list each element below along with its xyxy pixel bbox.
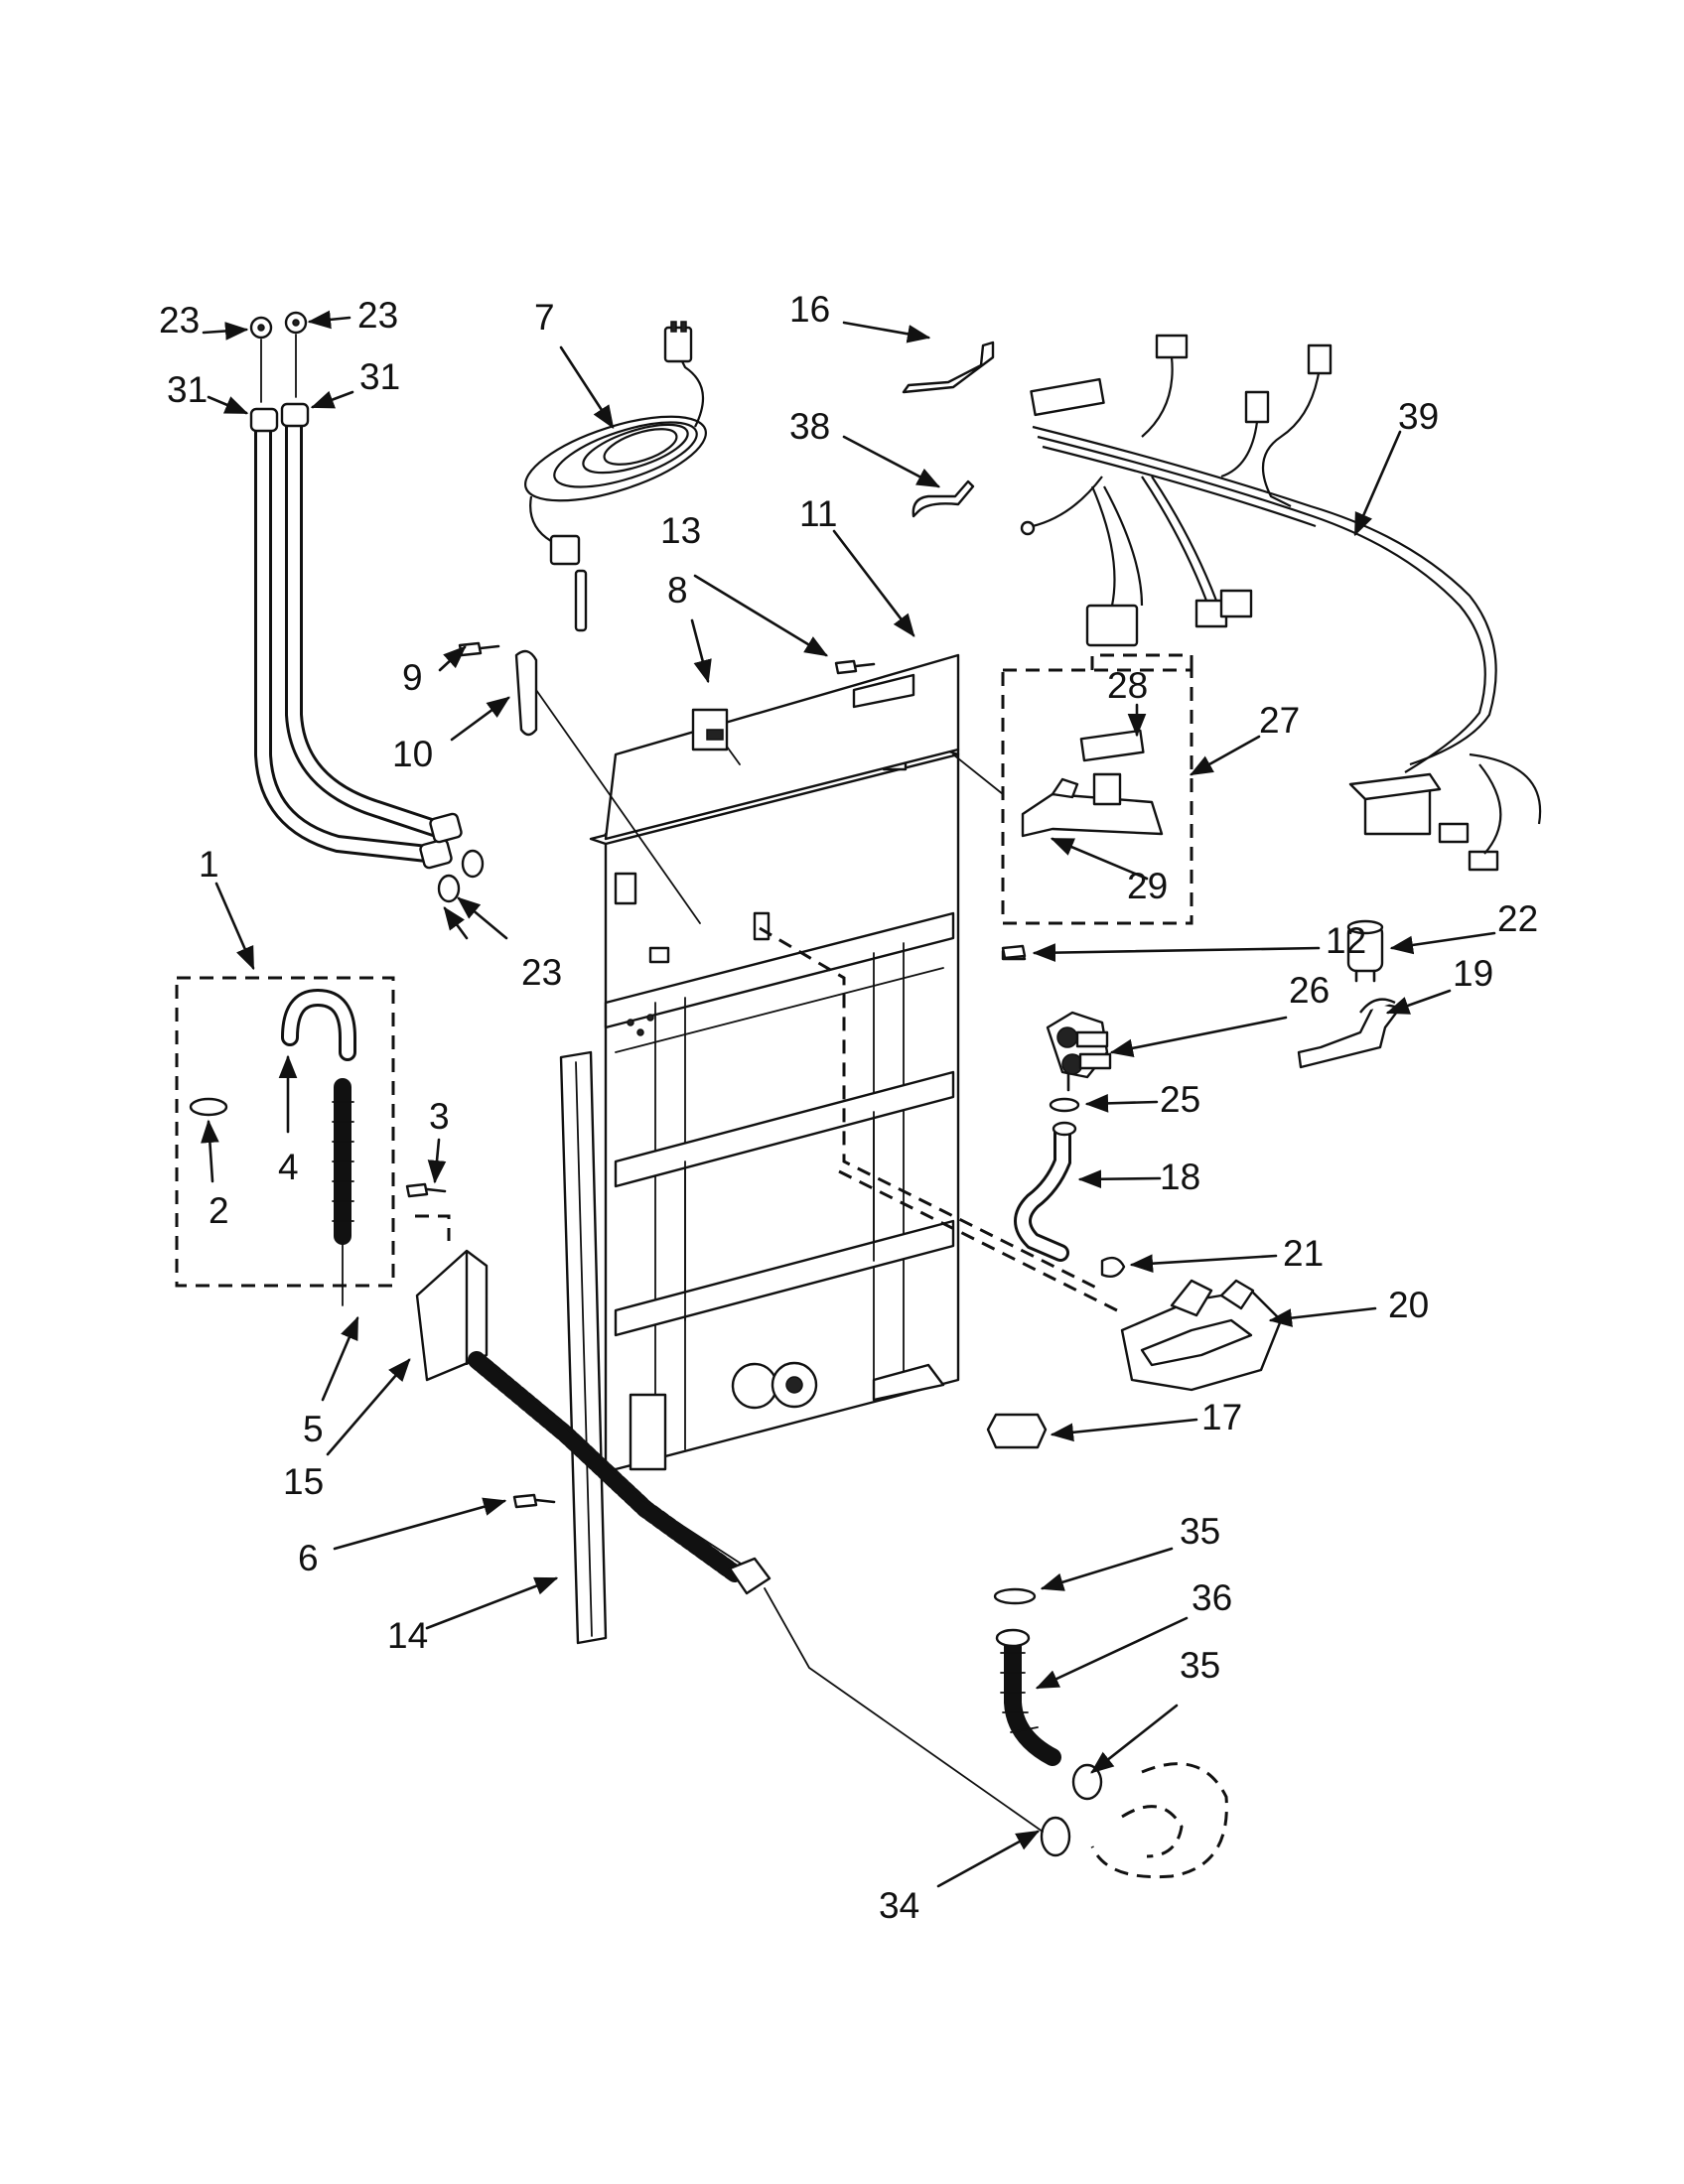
callout-10: 10 (392, 734, 433, 774)
callout-5: 5 (303, 1409, 324, 1449)
callout-21: 21 (1283, 1233, 1324, 1274)
callout-1: 1 (199, 844, 219, 885)
capacitor-and-holder (1297, 919, 1402, 1069)
callout-28: 28 (1107, 665, 1148, 706)
callout-20: 20 (1388, 1285, 1429, 1325)
callout-23-b: 23 (357, 295, 398, 336)
callout-31-b: 31 (359, 356, 400, 397)
power-cord (524, 321, 707, 566)
clips-16-38 (902, 341, 995, 518)
dispenser (986, 1279, 1283, 1449)
water-valve (1001, 949, 1126, 1278)
inlet-hoses (249, 311, 485, 903)
drain-hose-kit (175, 976, 395, 1288)
callout-35-b: 35 (1180, 1645, 1220, 1686)
callout-23-a: 23 (159, 300, 200, 341)
callout-13: 13 (660, 510, 701, 551)
reference-lines (342, 689, 1118, 1312)
callout-19: 19 (1453, 953, 1493, 994)
drain-connector (764, 1587, 1228, 1879)
callout-27: 27 (1259, 700, 1300, 741)
wire-harness (1020, 334, 1542, 872)
callout-31-a: 31 (167, 369, 208, 410)
switch-bracket-assembly (1001, 653, 1193, 925)
callout-17: 17 (1201, 1397, 1242, 1437)
callout-18: 18 (1160, 1157, 1200, 1197)
callout-29: 29 (1127, 866, 1168, 906)
callout-7: 7 (534, 297, 555, 338)
side-rail (559, 1050, 608, 1645)
callout-12: 12 (1326, 920, 1366, 961)
callout-labels: 23 23 31 31 7 16 38 13 11 8 9 10 39 27 2… (159, 289, 1538, 1926)
drain-housing (415, 1249, 772, 1595)
callout-15: 15 (283, 1461, 324, 1502)
callout-9: 9 (402, 657, 423, 698)
callout-26: 26 (1289, 970, 1330, 1011)
callout-16: 16 (789, 289, 830, 330)
callout-23-c: 23 (521, 952, 562, 993)
callout-36: 36 (1192, 1577, 1232, 1618)
callout-34: 34 (879, 1885, 919, 1926)
callout-6: 6 (298, 1538, 319, 1578)
callout-39: 39 (1398, 396, 1439, 437)
callout-leaders (201, 310, 1496, 1888)
callout-22: 22 (1497, 898, 1538, 939)
callout-14: 14 (387, 1615, 428, 1656)
callout-4: 4 (278, 1147, 299, 1187)
callout-25: 25 (1160, 1079, 1200, 1120)
callout-2: 2 (209, 1190, 229, 1231)
callout-8: 8 (667, 570, 688, 611)
fasteners (405, 641, 1027, 1509)
callout-35-a: 35 (1180, 1511, 1220, 1552)
callout-38: 38 (789, 406, 830, 447)
rear-panel (574, 569, 960, 1471)
callout-3: 3 (429, 1096, 450, 1137)
callout-11: 11 (799, 493, 837, 534)
